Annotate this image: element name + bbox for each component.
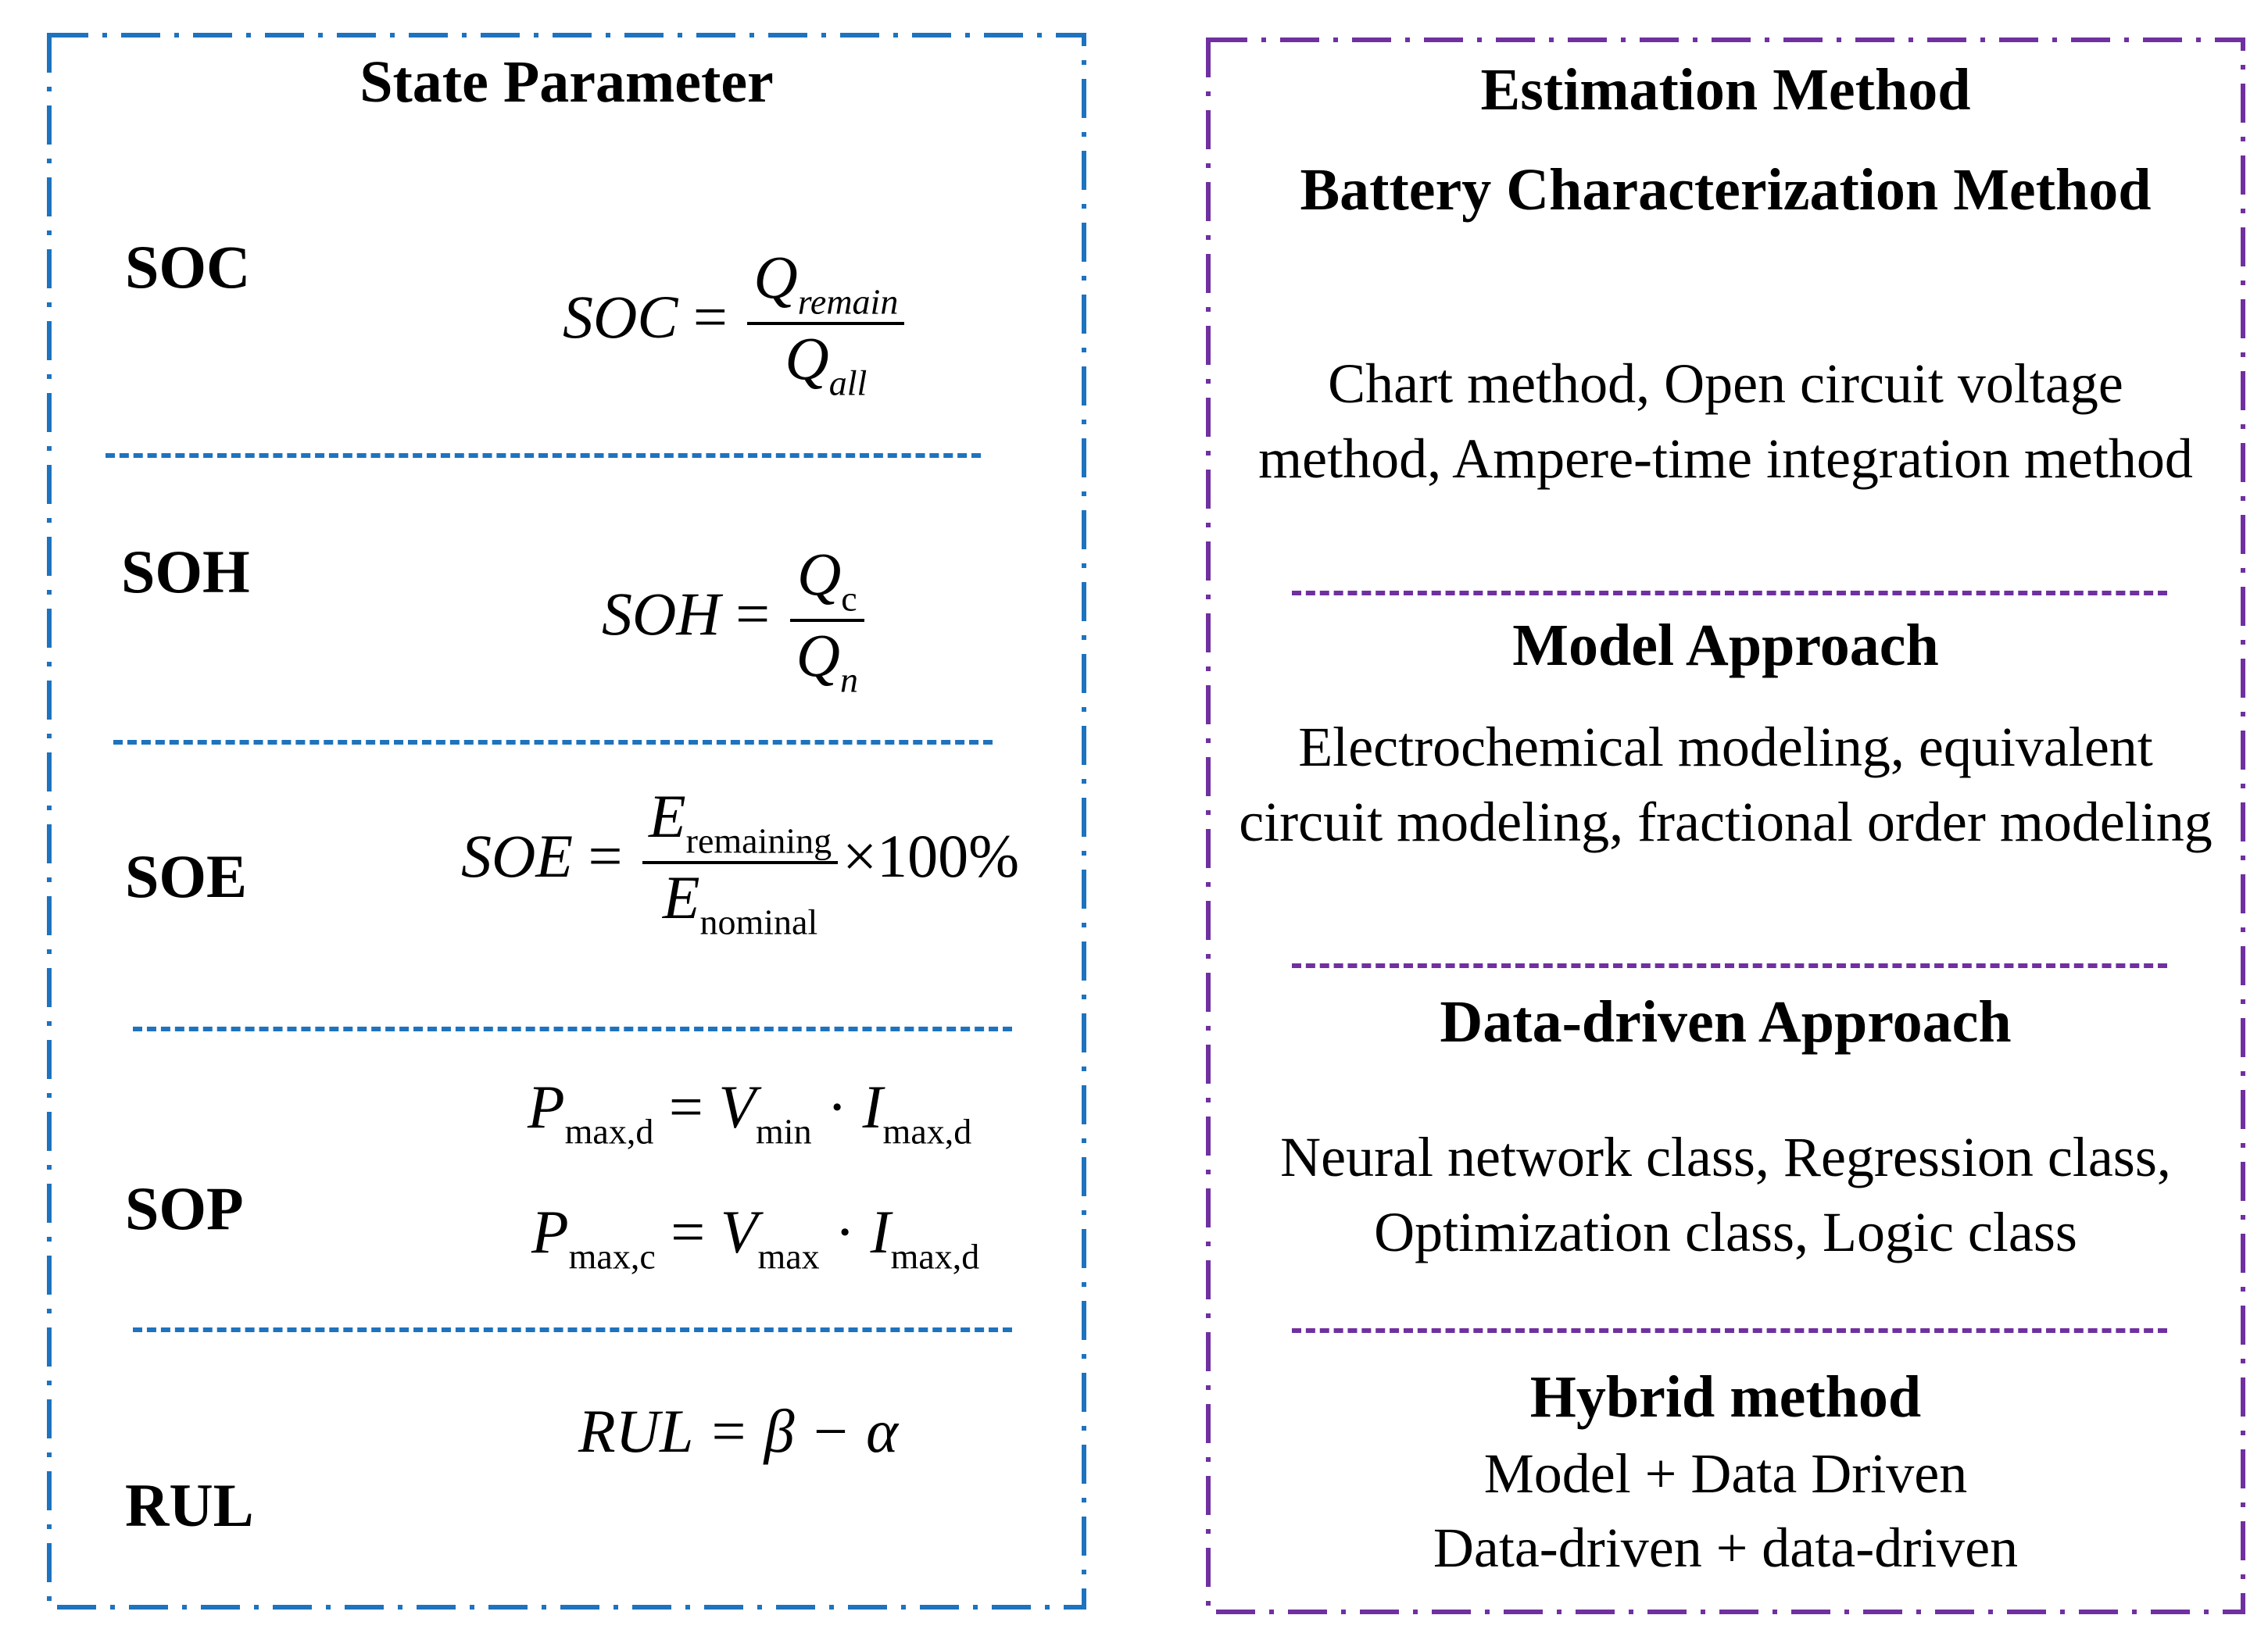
soh-num: Q bbox=[796, 540, 842, 608]
sop2-v: V bbox=[720, 1198, 758, 1266]
sop1-v: V bbox=[718, 1073, 757, 1141]
soe-formula: SOE = Eremaining Enominal ×100% bbox=[461, 783, 1019, 943]
divider-2 bbox=[113, 740, 993, 745]
soe-fraction: Eremaining Enominal bbox=[642, 782, 839, 943]
soc-num: Q bbox=[753, 243, 798, 311]
soe-den: E bbox=[662, 863, 700, 932]
right-divider-2 bbox=[1292, 963, 2167, 968]
state-parameter-title: State Parameter bbox=[360, 49, 774, 115]
soc-label: SOC bbox=[125, 233, 251, 301]
sop2-p: P bbox=[531, 1198, 569, 1266]
hybrid-method-heading: Hybrid method bbox=[1529, 1364, 1922, 1430]
sop1-dot: · bbox=[827, 1073, 848, 1141]
sop2-v-sub: max bbox=[757, 1236, 820, 1277]
soc-den: Q bbox=[785, 324, 829, 393]
state-parameter-panel: State Parameter SOC SOC = Qremain Qall S… bbox=[47, 33, 1086, 1610]
soe-tail: ×100% bbox=[842, 822, 1020, 891]
model-approach-heading: Model Approach bbox=[1512, 613, 1939, 678]
data-driven-body: Neural network class, Regression class, … bbox=[1280, 1126, 2171, 1263]
soh-den-sub: n bbox=[840, 659, 859, 700]
data-driven-heading: Data-driven Approach bbox=[1440, 989, 2012, 1055]
soc-fraction: Qremain Qall bbox=[747, 243, 905, 404]
estimation-method-panel: Estimation Method Battery Characterizati… bbox=[1206, 38, 2245, 1614]
sop2-i: I bbox=[870, 1198, 891, 1266]
soc-formula: SOC = Qremain Qall bbox=[563, 244, 909, 404]
sop2-eq: = bbox=[671, 1198, 706, 1266]
sop1-i-sub: max,d bbox=[882, 1111, 972, 1152]
right-panel-border bbox=[1206, 38, 2245, 1614]
estimation-method-title: Estimation Method bbox=[1480, 57, 1971, 123]
sop1-i: I bbox=[862, 1073, 883, 1141]
divider-3 bbox=[133, 1027, 1012, 1031]
divider-1 bbox=[106, 453, 981, 458]
rul-formula-text: RUL = β − α bbox=[578, 1397, 899, 1465]
hybrid-line-2: Data-driven + data-driven bbox=[1433, 1517, 2019, 1579]
soc-eq: = bbox=[692, 283, 728, 352]
sop1-eq: = bbox=[668, 1073, 703, 1141]
soe-lhs: SOE bbox=[461, 822, 573, 891]
soe-num: E bbox=[648, 782, 686, 850]
model-approach-body: Electrochemical modeling, equivalent cir… bbox=[1239, 716, 2213, 853]
sop-label: SOP bbox=[125, 1174, 244, 1242]
sop1-v-sub: min bbox=[756, 1111, 812, 1152]
soc-den-sub: all bbox=[828, 363, 867, 403]
soe-label: SOE bbox=[125, 842, 248, 910]
soe-eq: = bbox=[588, 822, 623, 891]
sop2-p-sub: max,c bbox=[568, 1236, 656, 1277]
soc-lhs: SOC bbox=[563, 283, 678, 352]
soh-den: Q bbox=[796, 621, 841, 690]
sop1-p: P bbox=[528, 1073, 565, 1141]
soc-num-sub: remain bbox=[797, 281, 899, 322]
sop-formula-charge: Pmax,c = Vmax · Imax,d bbox=[531, 1197, 979, 1277]
soh-fraction: Qc Qn bbox=[789, 540, 865, 701]
soh-eq: = bbox=[735, 580, 771, 648]
rul-label: RUL bbox=[125, 1471, 254, 1539]
sop-formula-discharge: Pmax,d = Vmin · Imax,d bbox=[528, 1072, 971, 1152]
soh-label: SOH bbox=[121, 538, 250, 606]
divider-4 bbox=[133, 1327, 1012, 1332]
soh-formula: SOH = Qc Qn bbox=[602, 541, 869, 701]
sop2-dot: · bbox=[835, 1198, 856, 1266]
soe-num-sub: remaining bbox=[685, 820, 832, 861]
left-panel-border bbox=[47, 33, 1086, 1610]
soe-den-sub: nominal bbox=[699, 902, 818, 942]
battery-characterization-heading: Battery Characterization Method bbox=[1300, 157, 2152, 223]
sop2-i-sub: max,d bbox=[890, 1236, 980, 1277]
rul-formula: RUL = β − α bbox=[578, 1396, 898, 1467]
sop1-p-sub: max,d bbox=[564, 1111, 654, 1152]
battery-characterization-body: Chart method, Open circuit voltage metho… bbox=[1258, 352, 2193, 490]
soh-num-sub: c bbox=[841, 578, 857, 619]
right-divider-3 bbox=[1292, 1328, 2167, 1333]
hybrid-line-1: Model + Data Driven bbox=[1483, 1442, 1968, 1505]
right-divider-1 bbox=[1292, 591, 2167, 595]
soh-lhs: SOH bbox=[602, 580, 721, 648]
